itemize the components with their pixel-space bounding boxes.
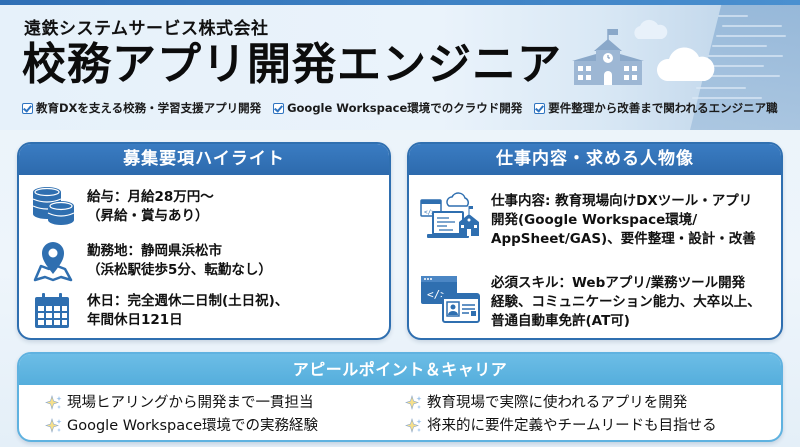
- map-pin-icon: [33, 242, 73, 282]
- holidays-text: 休日：完全週休二日制(土日祝)、 年間休日121日: [87, 293, 289, 328]
- checkbox-icon: [22, 102, 33, 114]
- laptop-cloud-school-icon: </>: [420, 192, 479, 238]
- calendar-icon: [35, 293, 69, 328]
- appeal-heading: アピールポイント＆キャリア: [19, 354, 781, 385]
- sparkle-icon: [45, 418, 62, 434]
- feature-bullet: 教育DXを支える校務・学習支援アプリ開発: [22, 100, 261, 116]
- location-text: 勤務地：静岡県浜松市 （浜松駅徒歩5分、転勤なし）: [87, 243, 272, 278]
- appeal-item: 教育現場で実際に使われるアプリを開発: [405, 393, 765, 413]
- svg-text:</>: </>: [424, 209, 435, 216]
- appeal-card: アピールポイント＆キャリア 現場ヒアリングから開発まで一貫担当 教育現場で実際に…: [17, 352, 783, 442]
- appeal-item: 将来的に要件定義やチームリードも目指せる: [405, 416, 765, 436]
- job-heading: 仕事内容・求める人物像: [409, 144, 781, 175]
- coins-icon: [32, 187, 75, 225]
- feature-bullet: 要件整理から改善まで関われるエンジニア職: [534, 100, 778, 116]
- school-building-icon: [572, 29, 644, 85]
- cloud-icon: [634, 19, 668, 39]
- hero-banner: 遠鉄システムサービス株式会社 校務アプリ開発エンジニア 教育DXを支える校務・学…: [0, 5, 800, 130]
- checkbox-icon: [273, 102, 285, 114]
- top-accent-bar: [0, 0, 800, 5]
- feature-bullets: 教育DXを支える校務・学習支援アプリ開発 Google Workspace環境で…: [22, 100, 778, 116]
- required-skills-text: 必須スキル：Webアプリ/業務ツール開発 経験、コミュニケーション能力、大卒以上…: [491, 275, 761, 329]
- appeal-list: 現場ヒアリングから開発まで一貫担当 教育現場で実際に使われるアプリを開発 Goo…: [45, 393, 765, 436]
- appeal-item: Google Workspace環境での実務経験: [45, 416, 405, 436]
- sparkle-icon: [405, 418, 422, 434]
- feature-bullet: Google Workspace環境でのクラウド開発: [273, 100, 522, 116]
- code-window-profile-icon: </>: [421, 276, 480, 323]
- cloud-large-icon: [656, 47, 715, 81]
- sparkle-icon: [405, 395, 422, 411]
- highlights-heading: 募集要項ハイライト: [19, 144, 389, 175]
- checkbox-icon: [534, 102, 546, 114]
- appeal-item: 現場ヒアリングから開発まで一貫担当: [45, 393, 405, 413]
- page-title: 校務アプリ開発エンジニア: [22, 39, 562, 90]
- company-name: 遠鉄システムサービス株式会社: [24, 19, 269, 39]
- job-card: 仕事内容・求める人物像 </> 仕事内容: 教育現場向けDXツール・アプリ 開発…: [407, 142, 783, 340]
- sparkle-icon: [45, 395, 62, 411]
- highlights-card: 募集要項ハイライト 給与：月給28万円〜 （昇: [17, 142, 391, 340]
- job-description-text: 仕事内容: 教育現場向けDXツール・アプリ 開発(Google Workspac…: [491, 193, 756, 247]
- salary-text: 給与：月給28万円〜 （昇給・賞与あり）: [87, 189, 214, 224]
